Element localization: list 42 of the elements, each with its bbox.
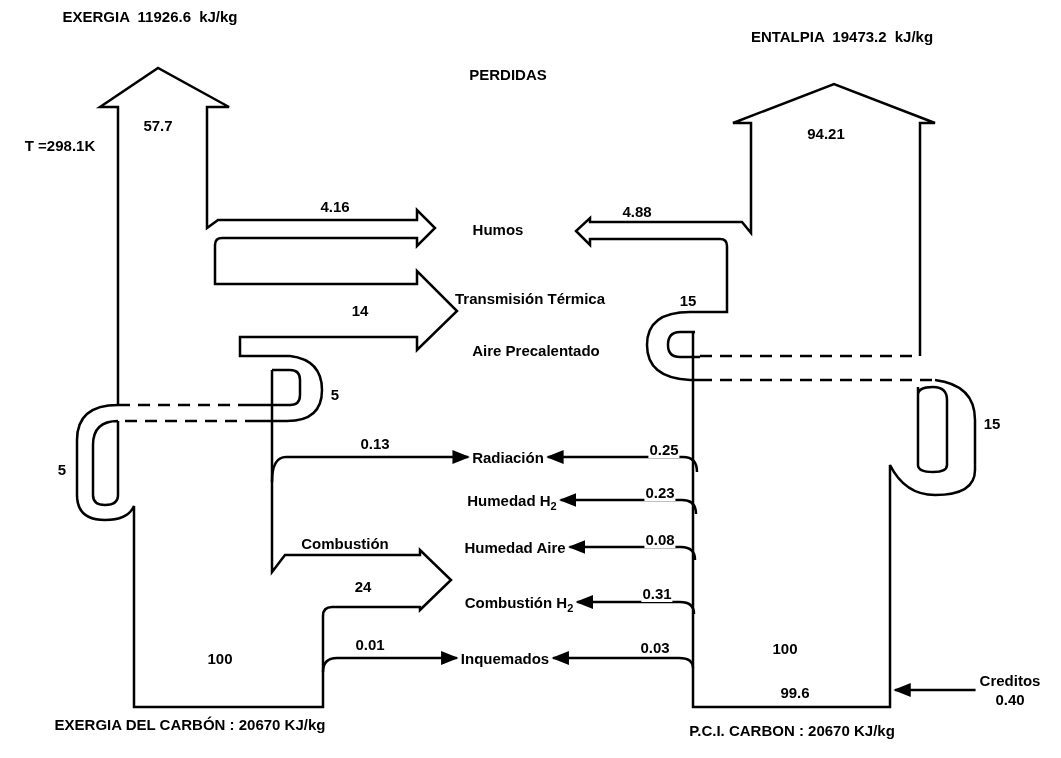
diagram-label: 99.6 (780, 684, 810, 701)
diagram-label: EXERGIA 11926.6 kJ/kg (62, 8, 238, 25)
diagram-label: 15 (983, 415, 1001, 432)
loss-label: Combustión H$_{2}$ (464, 592, 574, 612)
diagram-label: T =298.1K (24, 137, 96, 154)
loss-label: Transmisión Térmica (454, 288, 606, 308)
diagram-label: 100 (772, 640, 798, 657)
diagram-label: 15 (679, 292, 697, 309)
edge-label: 0.23 (644, 485, 676, 501)
loss-label: Aire Precalentado (472, 340, 600, 360)
diagram-label: 4.16 (320, 198, 350, 215)
loss-label: Inquemados (460, 648, 550, 668)
edge-label: 0.08 (644, 532, 676, 548)
diagram-label: 24 (354, 578, 372, 595)
arrow (575, 595, 696, 615)
edge-label: 0.25 (648, 442, 680, 458)
loss-label: Humos (472, 219, 524, 239)
loss-label: Radiación (472, 447, 544, 467)
arrow (551, 651, 695, 669)
edge-label: 0.13 (359, 436, 391, 452)
arrow (321, 651, 459, 673)
arrow (270, 450, 470, 483)
diagram-label: 4.88 (622, 203, 652, 220)
diagram-label: EXERGIA DEL CARBÓN : 20670 KJ/kg (54, 716, 326, 733)
loss-label: Humedad Aire (464, 537, 566, 557)
arrow (893, 683, 976, 697)
diagram-label: PERDIDAS (469, 66, 547, 83)
diagram-label: 57.7 (143, 117, 173, 134)
loss-label: Creditos (979, 671, 1041, 690)
edge-label: 0.31 (641, 586, 673, 602)
diagram-label: ENTALPIA 19473.2 kJ/kg (750, 28, 934, 45)
loss-label: 0.40 (995, 690, 1025, 709)
edge-label: 0.01 (354, 637, 386, 653)
loss-label: Humedad H$_{2}$ (467, 490, 557, 510)
diagram-label: P.C.I. CARBON : 20670 KJ/kg (689, 722, 895, 739)
diagram-label: 94.21 (807, 125, 845, 142)
edge-label: 0.03 (639, 640, 671, 656)
diagram-label: 5 (57, 461, 67, 478)
diagram-label: Combustión (301, 535, 389, 552)
diagram-label: 5 (330, 386, 340, 403)
diagram-label: 14 (351, 302, 369, 319)
diagram-label: 100 (207, 650, 233, 667)
